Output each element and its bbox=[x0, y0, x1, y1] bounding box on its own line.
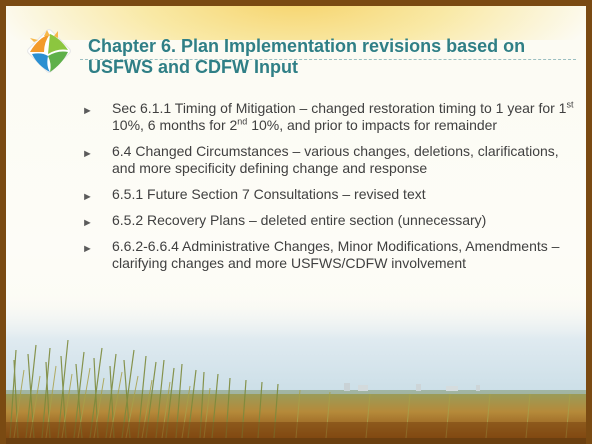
bullet-text: 6.4 Changed Circumstances – various chan… bbox=[112, 143, 559, 176]
frame-right bbox=[586, 0, 592, 444]
bullet-list: ► Sec 6.1.1 Timing of Mitigation – chang… bbox=[82, 100, 574, 281]
ordinal-suffix: st bbox=[566, 99, 574, 110]
bullet-item-timing-of-mitigation: ► Sec 6.1.1 Timing of Mitigation – chang… bbox=[82, 100, 574, 134]
bullet-text: 6.6.2-6.6.4 Administrative Changes, Mino… bbox=[112, 238, 560, 271]
bullet-item-administrative-changes: ► 6.6.2-6.6.4 Administrative Changes, Mi… bbox=[82, 238, 574, 272]
bullet-item-changed-circumstances: ► 6.4 Changed Circumstances – various ch… bbox=[82, 143, 574, 177]
bullet-item-recovery-plans: ► 6.5.2 Recovery Plans – deleted entire … bbox=[82, 212, 574, 229]
bullet-text: 6.5.2 Recovery Plans – deleted entire se… bbox=[112, 212, 487, 228]
slide-title: Chapter 6. Plan Implementation revisions… bbox=[88, 36, 568, 78]
field-background-image bbox=[6, 290, 586, 438]
title-underline-rule bbox=[80, 59, 576, 60]
grass-field-graphic bbox=[6, 290, 586, 438]
frame-bottom bbox=[0, 438, 592, 444]
triangle-right-icon: ► bbox=[82, 243, 93, 255]
bullet-text-part: 10%, and prior to impacts for remainder bbox=[247, 117, 498, 133]
triangle-right-icon: ► bbox=[82, 105, 93, 117]
frame-left bbox=[0, 0, 6, 444]
triangle-right-icon: ► bbox=[82, 148, 93, 160]
bullet-text-part: 10%, 6 months for 2 bbox=[112, 117, 238, 133]
frame-top bbox=[0, 0, 592, 6]
bullet-text-part: Sec 6.1.1 Timing of Mitigation – changed… bbox=[112, 100, 567, 116]
bullet-text: 6.5.1 Future Section 7 Consultations – r… bbox=[112, 186, 426, 202]
ordinal-suffix: nd bbox=[237, 116, 248, 127]
triangle-right-icon: ► bbox=[82, 217, 93, 229]
slide-title-line-2: USFWS and CDFW Input bbox=[88, 57, 298, 77]
leaf-sun-water-logo-icon bbox=[24, 26, 74, 76]
slide-title-line-1: Chapter 6. Plan Implementation revisions… bbox=[88, 36, 526, 56]
triangle-right-icon: ► bbox=[82, 191, 93, 203]
bullet-item-section-7-consultations: ► 6.5.1 Future Section 7 Consultations –… bbox=[82, 186, 574, 203]
